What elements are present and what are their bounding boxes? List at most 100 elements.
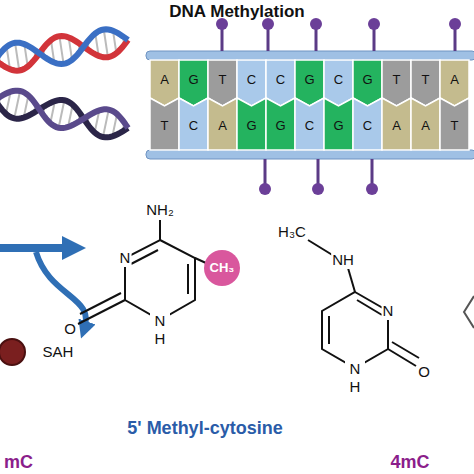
reaction-arrow xyxy=(0,244,74,252)
methyl-dot xyxy=(366,183,378,195)
tile-shape xyxy=(353,98,382,150)
molecule-name: 5' Methyl-cytosine xyxy=(126,419,283,437)
base-letter: C xyxy=(295,118,324,134)
methyl-stick xyxy=(267,28,270,51)
nucleotide-tile: C xyxy=(324,60,353,106)
methyl-stick xyxy=(454,28,457,51)
title: DNA Methylation xyxy=(0,2,474,22)
backbone-rail xyxy=(146,150,474,159)
base-letter: A xyxy=(150,72,179,88)
tile-shape xyxy=(382,60,411,106)
methyl-bond xyxy=(195,258,206,263)
base-letter: C xyxy=(353,118,382,134)
base-pair-rung xyxy=(59,100,65,127)
nucleotide-tile: T xyxy=(411,60,440,106)
byproduct-arrow xyxy=(36,252,86,330)
base-pair-rung xyxy=(104,29,108,57)
tile-shape xyxy=(237,60,266,106)
methyl-dot xyxy=(312,183,324,195)
methyl-text: CH₃ xyxy=(203,260,241,276)
tile-shape xyxy=(411,60,440,106)
backbone-rail xyxy=(146,51,474,60)
atom-label: N xyxy=(119,249,132,267)
atom-label: O xyxy=(63,320,77,338)
methyl-group-circle: CH₃ xyxy=(203,249,241,287)
atom-label: N H xyxy=(150,312,170,348)
atom-label: N xyxy=(382,302,395,320)
base-letter: T xyxy=(208,72,237,88)
atom-label: NH xyxy=(331,251,355,269)
tile-shape xyxy=(208,60,237,106)
nucleotide-tile: T xyxy=(150,98,179,150)
base-letter: T xyxy=(440,118,469,134)
nucleotide-tile: G xyxy=(237,98,266,150)
base-letter: G xyxy=(295,72,324,88)
base-letter: C xyxy=(266,72,295,88)
helix-strand xyxy=(0,91,128,128)
tile-shape xyxy=(295,60,324,106)
base-pair-rung xyxy=(59,36,63,64)
nucleotide-tile: C xyxy=(353,98,382,150)
methyl-bond xyxy=(308,240,334,256)
tile-shape xyxy=(179,60,208,106)
nucleotide-tile: C xyxy=(295,98,324,150)
ring-bonds xyxy=(322,292,388,368)
molecule-name: 4mC xyxy=(389,453,430,471)
tile-shape xyxy=(382,98,411,150)
methyl-stick xyxy=(264,159,267,184)
atom-label: O xyxy=(417,363,431,381)
ring-bonds xyxy=(125,240,195,320)
nucleotide-tile: G xyxy=(266,98,295,150)
double-bond xyxy=(131,250,158,264)
tile-shape xyxy=(237,98,266,150)
nucleotide-tile: T xyxy=(208,60,237,106)
tile-shape xyxy=(440,98,469,150)
tile-shape xyxy=(353,60,382,106)
circle-outline xyxy=(204,250,240,286)
nucleotide-tile: C xyxy=(266,60,295,106)
tile-shape xyxy=(150,60,179,106)
tile-shape xyxy=(440,60,469,106)
nucleotide-tile: G xyxy=(179,60,208,106)
nucleotide-tile: C xyxy=(237,60,266,106)
nucleotide-tile: A xyxy=(150,60,179,106)
double-bond xyxy=(328,316,330,344)
tile-shape xyxy=(324,98,353,150)
methyl-stick xyxy=(315,28,318,51)
methyl-marks xyxy=(216,18,461,195)
tile-shape xyxy=(411,98,440,150)
methyl-stick xyxy=(317,159,320,184)
methyl-stick xyxy=(221,28,224,51)
base-letter: C xyxy=(179,118,208,134)
tile-shape xyxy=(324,60,353,106)
amine-bond xyxy=(159,220,161,240)
nucleotide-tile: T xyxy=(382,60,411,106)
methyl-dot xyxy=(310,18,322,30)
nucleotide-tile: T xyxy=(440,98,469,150)
tile-shape xyxy=(266,98,295,150)
tile-shape xyxy=(295,98,324,150)
nucleotide-tile: G xyxy=(295,60,324,106)
helix-strand xyxy=(0,29,128,64)
atom-label: N H xyxy=(345,360,365,396)
base-pair-rung xyxy=(103,110,109,137)
base-pair-rung xyxy=(15,43,19,71)
double-bond xyxy=(357,300,382,315)
carbonyl-bond xyxy=(392,342,419,358)
dna-helix-icon xyxy=(0,29,128,137)
nucleotide-tile: C xyxy=(179,98,208,150)
nucleotide-tile: G xyxy=(353,60,382,106)
carbonyl-bond xyxy=(80,293,121,314)
base-letter: T xyxy=(382,72,411,88)
methyl-dot xyxy=(449,18,461,30)
helix-strand xyxy=(0,100,128,137)
base-letter: A xyxy=(208,118,237,134)
base-letter: G xyxy=(237,118,266,134)
methyl-dot xyxy=(368,18,380,30)
base-letter: C xyxy=(237,72,266,88)
carbonyl-bond xyxy=(388,349,416,366)
nucleotide-tile: A xyxy=(411,98,440,150)
methyl-stick xyxy=(373,28,376,51)
base-letter: A xyxy=(411,118,440,134)
